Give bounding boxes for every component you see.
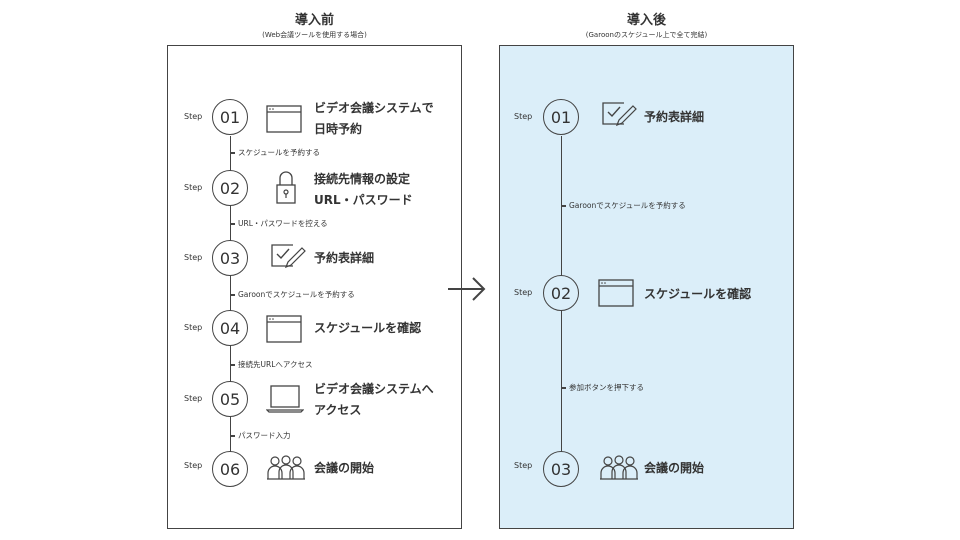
timeline-line (230, 136, 232, 466)
step-word: Step (514, 461, 533, 470)
step-word: Step (184, 112, 203, 121)
step-word: Step (184, 323, 203, 332)
before-title: 導入前 (294, 13, 334, 28)
connector-label: パスワード入力 (230, 430, 291, 441)
checkbox-pen-icon (271, 242, 307, 276)
connector-label: 接続先URLへアクセス (230, 359, 313, 370)
step-word: Step (514, 112, 533, 121)
after-panel: Garoonでスケジュールを予約する 参加ボタンを押下する Step 01 予約… (499, 45, 794, 529)
browser-window-icon (266, 105, 302, 137)
padlock-icon (276, 170, 296, 208)
connector-label: Garoonでスケジュールを予約する (230, 289, 355, 300)
browser-window-icon (598, 279, 634, 311)
people-icon (266, 455, 306, 485)
step-word: Step (184, 394, 203, 403)
arrow-right-icon (447, 276, 487, 306)
after-title: 導入後 (626, 13, 666, 28)
after-subtitle: (Garoonのスケジュール上で全て完結) (585, 31, 708, 39)
step-number: 01 (212, 99, 248, 135)
step-word: Step (184, 253, 203, 262)
step-label: スケジュールを確認 (644, 287, 752, 301)
connector-label: URL・パスワードを控える (230, 218, 328, 229)
step-word: Step (514, 288, 533, 297)
step-label: ビデオ会議システムへ (314, 382, 434, 396)
step-label: 日時予約 (314, 122, 363, 136)
connector-label: 参加ボタンを押下する (561, 382, 644, 393)
step-number: 06 (212, 451, 248, 487)
step-number: 04 (212, 310, 248, 346)
step-label: 会議の開始 (314, 461, 375, 475)
step-number: 03 (212, 240, 248, 276)
checkbox-pen-icon (602, 100, 638, 134)
connector-label: Garoonでスケジュールを予約する (561, 200, 686, 211)
step-number: 03 (543, 451, 579, 487)
laptop-icon (265, 385, 305, 417)
step-label: 予約表詳細 (644, 110, 705, 124)
step-label: 会議の開始 (644, 461, 705, 475)
step-label: 接続先情報の設定 (314, 172, 411, 186)
before-panel: スケジュールを予約する URL・パスワードを控える Garoonでスケジュールを… (167, 45, 462, 529)
step-number: 01 (543, 99, 579, 135)
step-label: ビデオ会議システムで (314, 101, 434, 115)
step-label: 予約表詳細 (314, 251, 375, 265)
connector-label: スケジュールを予約する (230, 147, 320, 158)
step-number: 02 (212, 170, 248, 206)
step-word: Step (184, 461, 203, 470)
step-number: 05 (212, 381, 248, 417)
step-label: アクセス (314, 403, 362, 417)
before-subtitle: (Web会議ツールを使用する場合) (262, 31, 367, 39)
step-label: スケジュールを確認 (314, 321, 422, 335)
browser-window-icon (266, 315, 302, 347)
step-word: Step (184, 183, 203, 192)
people-icon (599, 455, 639, 485)
step-number: 02 (543, 275, 579, 311)
step-label: URL・パスワード (314, 193, 413, 207)
